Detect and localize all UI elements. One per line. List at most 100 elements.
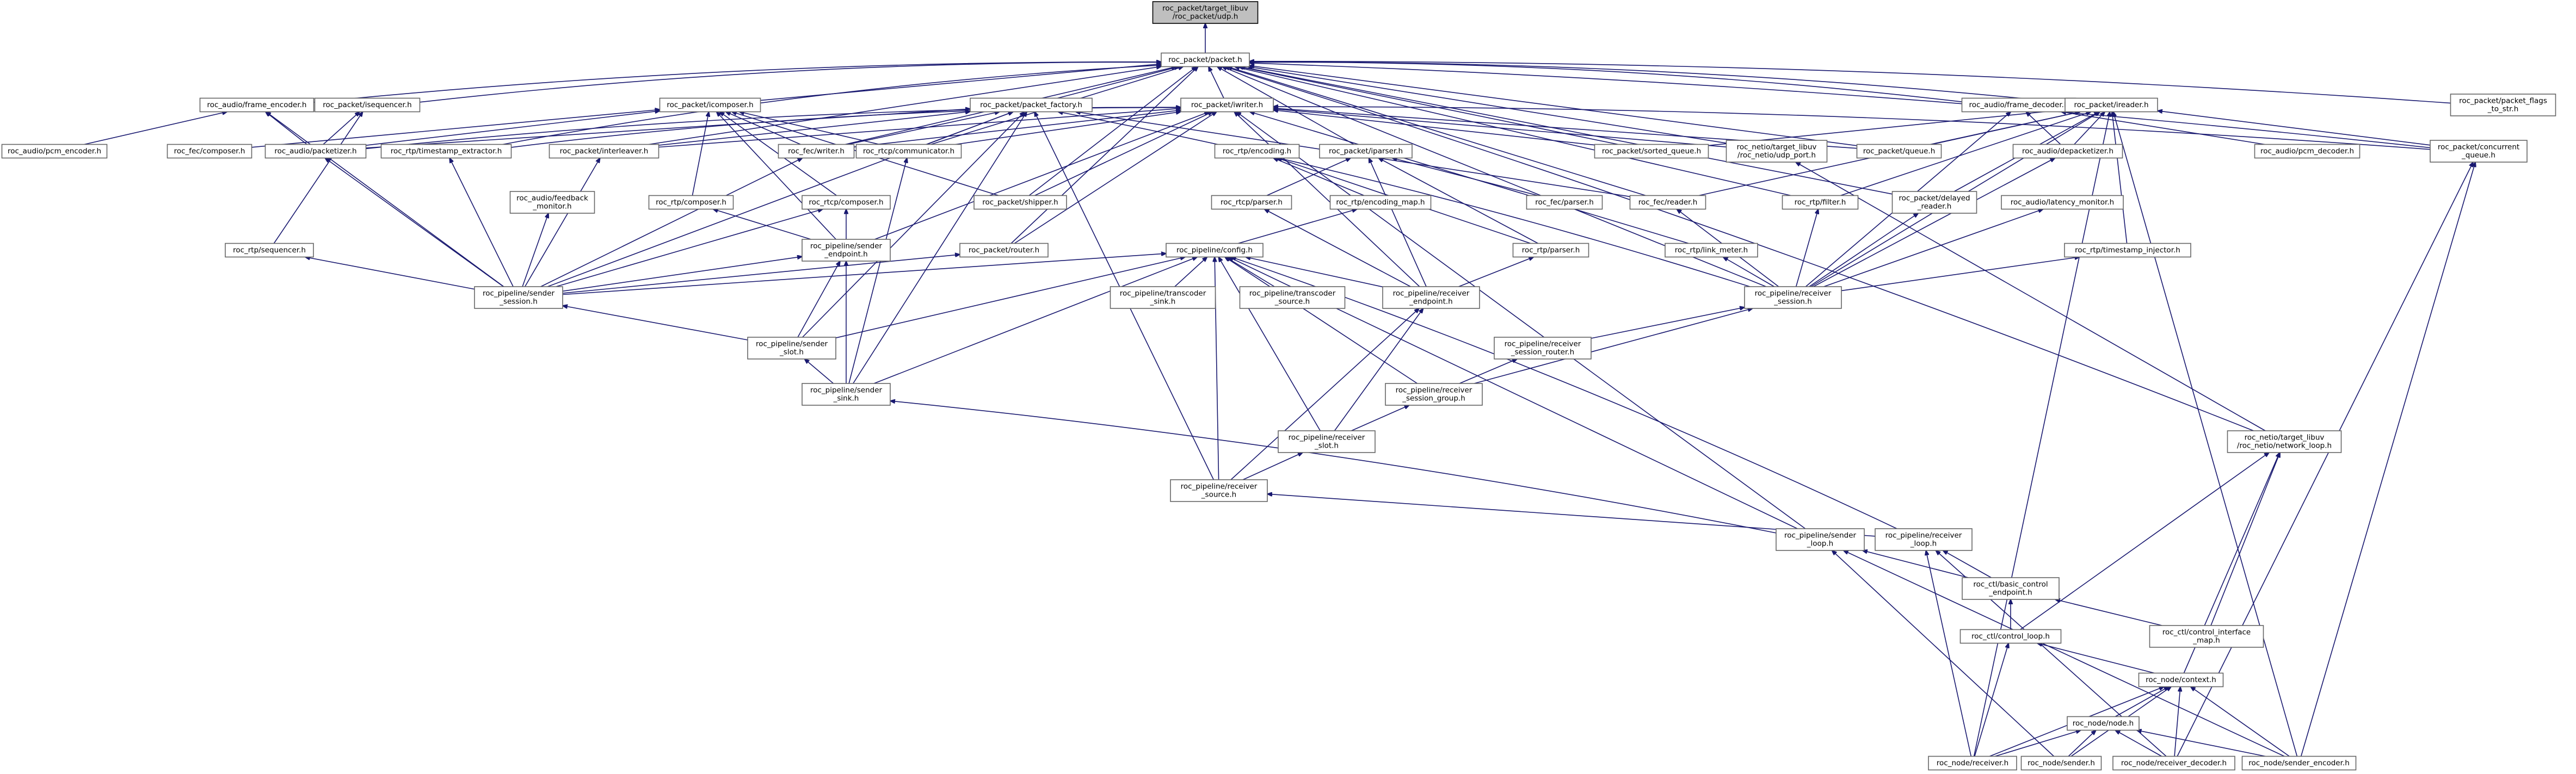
node-box <box>1959 629 2062 644</box>
node-icomposer[interactable]: roc_packet/icomposer.h <box>659 97 761 113</box>
node-box <box>2012 144 2123 159</box>
edge-node-receiver-to-node-node <box>1994 730 2081 757</box>
node-box <box>509 191 595 214</box>
node-sender-loop[interactable]: roc_pipeline/sender_loop.h <box>1776 528 1865 551</box>
edge-icomposer-to-packet <box>760 64 1162 101</box>
node-concurrent-queue[interactable]: roc_packet/concurrent_queue.h <box>2430 140 2528 163</box>
node-box <box>1385 383 1483 406</box>
node-receiver-loop[interactable]: roc_pipeline/receiver_loop.h <box>1875 528 1973 551</box>
node-receiver-decoder[interactable]: roc_node/receiver_decoder.h <box>2112 756 2235 771</box>
node-network-loop[interactable]: roc_netio/target_libuv/roc_netio/network… <box>2227 430 2342 453</box>
node-shipper[interactable]: roc_packet/shipper.h <box>973 195 1067 210</box>
node-packet[interactable]: roc_packet/packet.h <box>1161 52 1250 67</box>
edge-router-to-iwriter <box>1014 112 1217 244</box>
node-sender-sink[interactable]: roc_pipeline/sender_sink.h <box>802 383 891 406</box>
edge-sender-loop-to-sender-sink <box>890 401 1777 534</box>
node-label: roc_pipeline/receiver <box>1393 289 1470 298</box>
edge-sender-session-to-packet-factory <box>547 112 1013 287</box>
node-session-router[interactable]: roc_pipeline/receiver_session_router.h <box>1494 337 1592 360</box>
edge-sender-endpoint-to-rtp-composer <box>713 209 811 240</box>
edge-fec-writer-to-icomposer <box>726 112 801 145</box>
node-flags-to-str[interactable]: roc_packet/packet_flags_to_str.h <box>2450 94 2556 116</box>
node-rtp-parser[interactable]: roc_rtp/parser.h <box>1512 243 1589 258</box>
node-udp-port[interactable]: roc_netio/target_libuv/roc_netio/udp_por… <box>1725 140 1828 163</box>
node-link-meter[interactable]: roc_rtp/link_meter.h <box>1665 243 1758 258</box>
node-pipeline-config[interactable]: roc_pipeline/config.h <box>1166 243 1264 258</box>
node-control-loop[interactable]: roc_ctl/control_loop.h <box>1959 629 2062 644</box>
node-encoding-map[interactable]: roc_rtp/encoding_map.h <box>1329 195 1432 210</box>
node-node-node[interactable]: roc_node/node.h <box>2067 716 2140 731</box>
node-frame-decoder[interactable]: roc_audio/frame_decoder.h <box>1961 97 2076 113</box>
node-rtcp-composer[interactable]: roc_rtcp/composer.h <box>802 195 891 210</box>
node-sorted-queue[interactable]: roc_packet/sorted_queue.h <box>1594 144 1709 159</box>
node-interleaver[interactable]: roc_packet/interleaver.h <box>549 144 660 159</box>
node-box <box>1725 140 1828 163</box>
node-control-interface-map[interactable]: roc_ctl/control_interface_map.h <box>2149 625 2264 648</box>
node-rtcp-parser[interactable]: roc_rtcp/parser.h <box>1211 195 1292 210</box>
node-box <box>1211 195 1292 210</box>
edge-fec-reader-to-packet <box>1228 67 1646 196</box>
node-feedback-monitor[interactable]: roc_audio/feedback_monitor.h <box>509 191 595 214</box>
node-sequencer[interactable]: roc_packet/isequencer.h <box>314 97 421 113</box>
node-packet-factory[interactable]: roc_packet/packet_factory.h <box>970 97 1093 113</box>
node-label: roc_pipeline/receiver <box>1396 386 1472 395</box>
node-box <box>1 144 108 159</box>
node-box <box>1166 243 1264 258</box>
node-rtp-filter[interactable]: roc_rtp/filter.h <box>1782 195 1859 210</box>
node-rtcp-communicator[interactable]: roc_rtcp/communicator.h <box>855 144 962 159</box>
node-fec-writer[interactable]: roc_fec/writer.h <box>778 144 855 159</box>
node-basic-control-endpoint[interactable]: roc_ctl/basic_control_endpoint.h <box>1962 577 2060 600</box>
edge-session-group-to-receiver-session <box>1474 308 1753 384</box>
node-label: roc_packet/router.h <box>969 246 1039 255</box>
node-transcoder-source[interactable]: roc_pipeline/transcoder_source.h <box>1239 286 1346 309</box>
node-frame-encoder[interactable]: roc_audio/frame_encoder.h <box>199 97 315 113</box>
node-router[interactable]: roc_packet/router.h <box>959 243 1049 258</box>
node-receiver-slot[interactable]: roc_pipeline/receiver_slot.h <box>1278 430 1376 453</box>
node-transcoder-sink[interactable]: roc_pipeline/transcoder_sink.h <box>1110 286 1216 309</box>
node-label: roc_ctl/control_interface <box>2162 628 2251 637</box>
node-delayed-reader[interactable]: roc_packet/delayed_reader.h <box>1891 191 1977 214</box>
edge-interleaver-to-packet-factory <box>658 112 971 146</box>
node-node-context[interactable]: roc_node/context.h <box>2138 672 2224 688</box>
node-ts-injector[interactable]: roc_rtp/timestamp_injector.h <box>2064 243 2191 258</box>
node-label: roc_pipeline/sender <box>756 340 828 349</box>
node-pcm-decoder[interactable]: roc_audio/pcm_decoder.h <box>2254 144 2361 159</box>
node-box <box>1382 286 1480 309</box>
node-node-receiver[interactable]: roc_node/receiver.h <box>1928 756 2017 771</box>
edge-sender-encoder-to-sender-loop <box>1844 550 2285 757</box>
node-sender-encoder[interactable]: roc_node/sender_encoder.h <box>2241 756 2357 771</box>
edge-shipper-to-iwriter <box>1034 112 1213 196</box>
node-session-group[interactable]: roc_pipeline/receiver_session_group.h <box>1385 383 1483 406</box>
node-iparser[interactable]: roc_packet/iparser.h <box>1319 144 1413 159</box>
node-sender-slot[interactable]: roc_pipeline/sender_slot.h <box>747 337 836 360</box>
edge-rtcp-communicator-to-icomposer <box>739 112 880 145</box>
node-box <box>1152 1 1259 24</box>
node-receiver-endpoint[interactable]: roc_pipeline/receiver_endpoint.h <box>1382 286 1480 309</box>
node-receiver-session[interactable]: roc_pipeline/receiver_session.h <box>1744 286 1842 309</box>
edge-sender-session-to-pipeline-config <box>562 253 1166 295</box>
node-iwriter[interactable]: roc_packet/iwriter.h <box>1180 97 1274 113</box>
edge-sender-encoder-to-node-node <box>2137 730 2266 757</box>
node-pcm-encoder[interactable]: roc_audio/pcm_encoder.h <box>1 144 108 159</box>
node-label: roc_rtp/timestamp_extractor.h <box>391 147 502 156</box>
node-fec-composer[interactable]: roc_fec/composer.h <box>167 144 252 159</box>
node-fec-reader[interactable]: roc_fec/reader.h <box>1629 195 1706 210</box>
node-box <box>225 243 314 258</box>
node-ireader[interactable]: roc_packet/ireader.h <box>2065 97 2158 113</box>
node-queue[interactable]: roc_packet/queue.h <box>1856 144 1942 159</box>
node-rtp-composer[interactable]: roc_rtp/composer.h <box>648 195 734 210</box>
node-rtp-sequencer[interactable]: roc_rtp/sequencer.h <box>225 243 314 258</box>
node-receiver-source[interactable]: roc_pipeline/receiver_source.h <box>1170 479 1268 502</box>
node-node-sender[interactable]: roc_node/sender.h <box>2020 756 2102 771</box>
node-sender-session[interactable]: roc_pipeline/sender_session.h <box>474 286 563 309</box>
edge-interleaver-to-packet <box>649 66 1161 145</box>
node-ts-extractor[interactable]: roc_rtp/timestamp_extractor.h <box>380 144 512 159</box>
node-sender-endpoint[interactable]: roc_pipeline/sender_endpoint.h <box>802 239 891 262</box>
node-depacketizer[interactable]: roc_audio/depacketizer.h <box>2012 144 2123 159</box>
node-root[interactable]: roc_packet/target_libuv/roc_packet/udp.h <box>1152 1 1259 24</box>
node-fec-parser[interactable]: roc_fec/parser.h <box>1526 195 1603 210</box>
node-latency-monitor[interactable]: roc_audio/latency_monitor.h <box>2001 195 2124 210</box>
node-packetizer[interactable]: roc_audio/packetizer.h <box>264 144 367 159</box>
node-rtp-encoding[interactable]: roc_rtp/encoding.h <box>1214 144 1300 159</box>
